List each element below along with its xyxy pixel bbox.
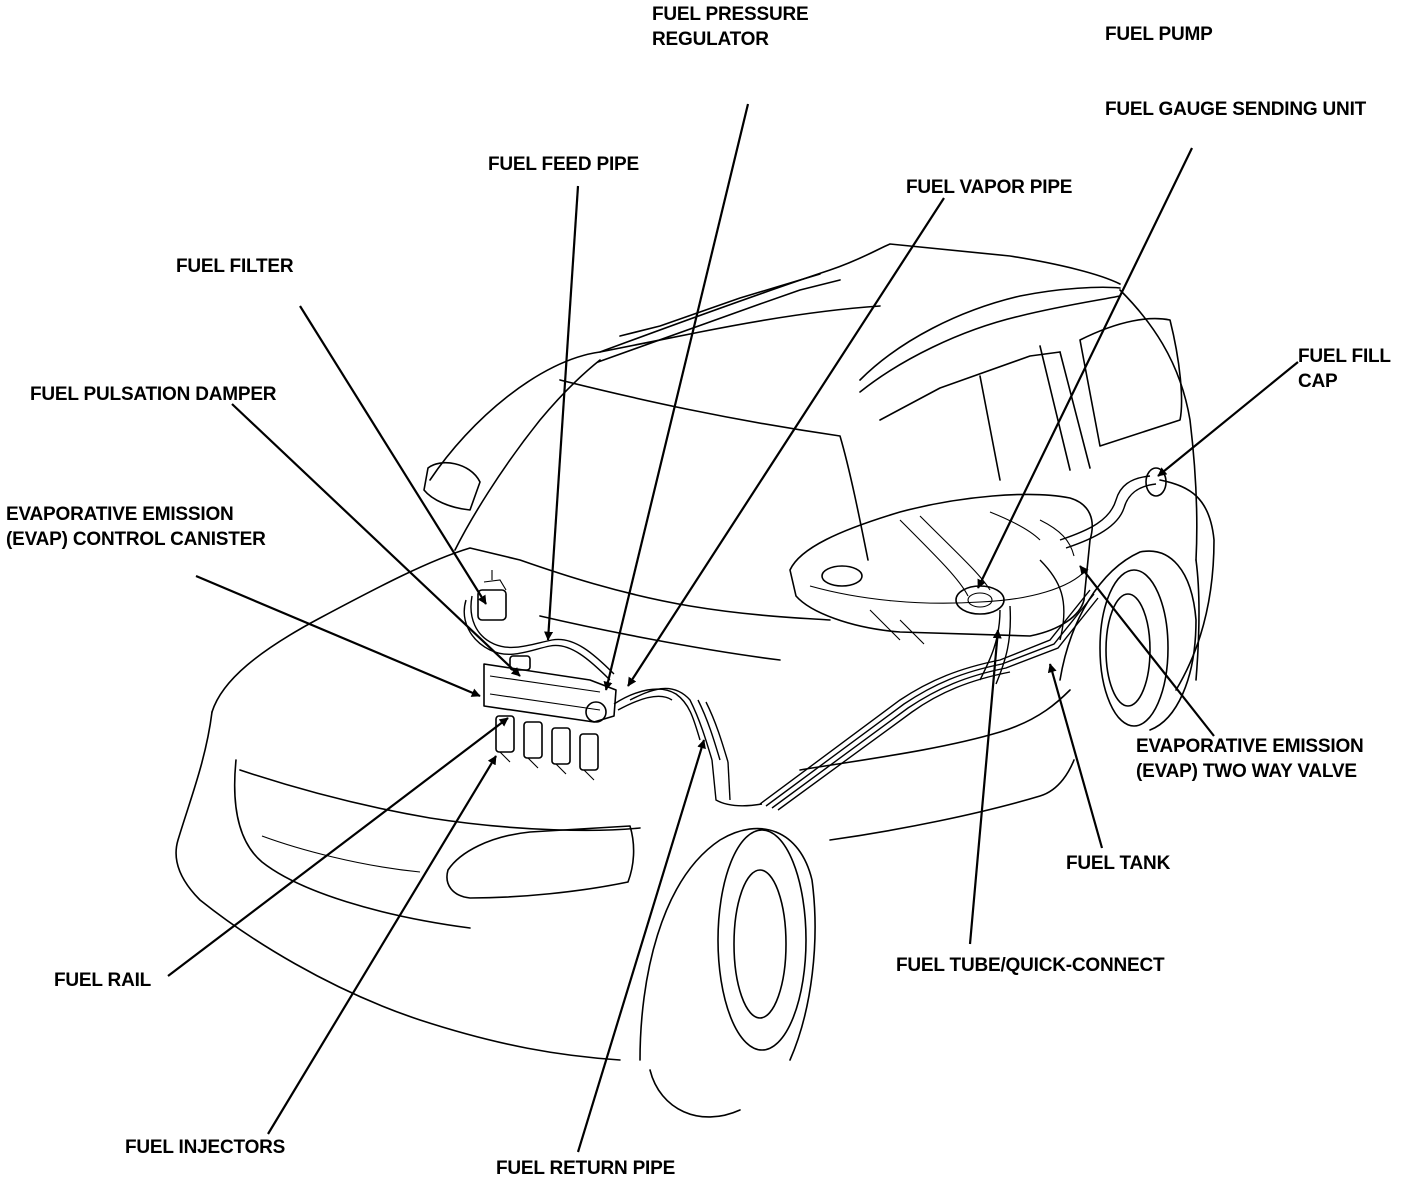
label-fuel-rail: FUEL RAIL: [54, 970, 152, 991]
label-fuel-pulsation-damper: FUEL PULSATION DAMPER: [30, 384, 277, 405]
label-fuel-tube-quick-connect: FUEL TUBE/QUICK-CONNECT: [896, 955, 1165, 976]
fuel-tank-drawing: [789, 493, 1094, 645]
leader-fuel-return-pipe: [576, 739, 706, 1153]
leader-fuel-vapor-pipe: [627, 197, 945, 687]
label-fuel-pressure-regulator: FUEL PRESSURE REGULATOR: [652, 2, 809, 52]
label-fuel-pressure-regulator-line-2: REGULATOR: [652, 29, 769, 50]
leader-fuel-pulsation-damper: [231, 403, 521, 677]
leader-fuel-tank: [1047, 663, 1104, 849]
leader-fuel-injectors: [267, 755, 497, 1135]
label-fuel-filter: FUEL FILTER: [176, 256, 294, 277]
vehicle-body: [175, 243, 1215, 1118]
leader-fuel-pressure-regulator: [603, 103, 750, 691]
fuel-lines: [629, 467, 1167, 811]
label-evap-control-canister-line-2: (EVAP) CONTROL CANISTER: [6, 529, 266, 550]
leader-fuel-rail: [167, 717, 509, 977]
label-fuel-fill-cap-line-1: FUEL FILL: [1298, 346, 1391, 367]
injector-set: [495, 715, 599, 781]
label-fuel-fill-cap: FUEL FILL CAP: [1298, 344, 1391, 394]
label-fuel-return-pipe: FUEL RETURN PIPE: [496, 1158, 676, 1179]
label-evap-control-canister: EVAPORATIVE EMISSION (EVAP) CONTROL CANI…: [6, 502, 266, 552]
leader-lines: [167, 103, 1299, 1153]
leader-fuel-gauge-sending-unit: [977, 147, 1193, 589]
label-fuel-gauge-sending-unit: FUEL GAUGE SENDING UNIT: [1105, 99, 1367, 120]
leader-fuel-filter: [299, 305, 487, 605]
label-fuel-pressure-regulator-line-1: FUEL PRESSURE: [652, 4, 809, 25]
label-fuel-injectors: FUEL INJECTORS: [125, 1137, 286, 1158]
leader-evap-two-way-valve: [1079, 565, 1215, 737]
label-fuel-fill-cap-line-2: CAP: [1298, 371, 1338, 392]
label-evap-control-canister-line-1: EVAPORATIVE EMISSION: [6, 504, 234, 525]
label-fuel-tank: FUEL TANK: [1066, 853, 1171, 874]
label-evap-two-way-valve-line-1: EVAPORATIVE EMISSION: [1136, 736, 1364, 757]
label-fuel-feed-pipe: FUEL FEED PIPE: [488, 154, 639, 175]
leader-fuel-fill-cap: [1157, 361, 1299, 477]
leader-fuel-tube-quick-connect: [968, 629, 1002, 945]
label-evap-two-way-valve: EVAPORATIVE EMISSION (EVAP) TWO WAY VALV…: [1136, 734, 1364, 784]
label-evap-two-way-valve-line-2: (EVAP) TWO WAY VALVE: [1136, 761, 1357, 782]
leader-evap-control-canister: [195, 574, 481, 698]
label-fuel-vapor-pipe: FUEL VAPOR PIPE: [906, 177, 1073, 198]
label-fuel-pump: FUEL PUMP: [1105, 24, 1213, 45]
leader-fuel-feed-pipe: [544, 185, 580, 641]
